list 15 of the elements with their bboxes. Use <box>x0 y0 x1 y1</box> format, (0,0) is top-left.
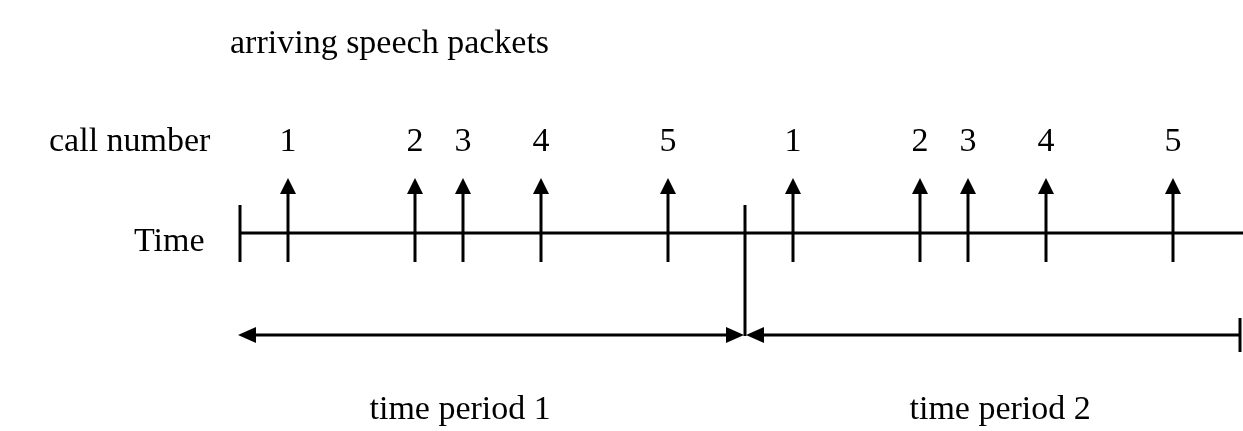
call-number: 5 <box>659 120 677 160</box>
call-number: 1 <box>784 120 802 160</box>
axis-label: call number <box>49 120 211 160</box>
title: arriving speech packets <box>230 22 550 62</box>
call-number: 1 <box>279 120 297 160</box>
call-number: 3 <box>959 120 977 160</box>
axis-label: Time <box>134 220 205 260</box>
period-label: time period 1 <box>369 388 551 428</box>
call-number: 2 <box>911 120 929 160</box>
call-number: 2 <box>406 120 424 160</box>
period-label: time period 2 <box>909 388 1091 428</box>
call-number: 5 <box>1164 120 1182 160</box>
call-number: 4 <box>532 120 550 160</box>
call-number: 4 <box>1037 120 1055 160</box>
call-number: 3 <box>454 120 472 160</box>
